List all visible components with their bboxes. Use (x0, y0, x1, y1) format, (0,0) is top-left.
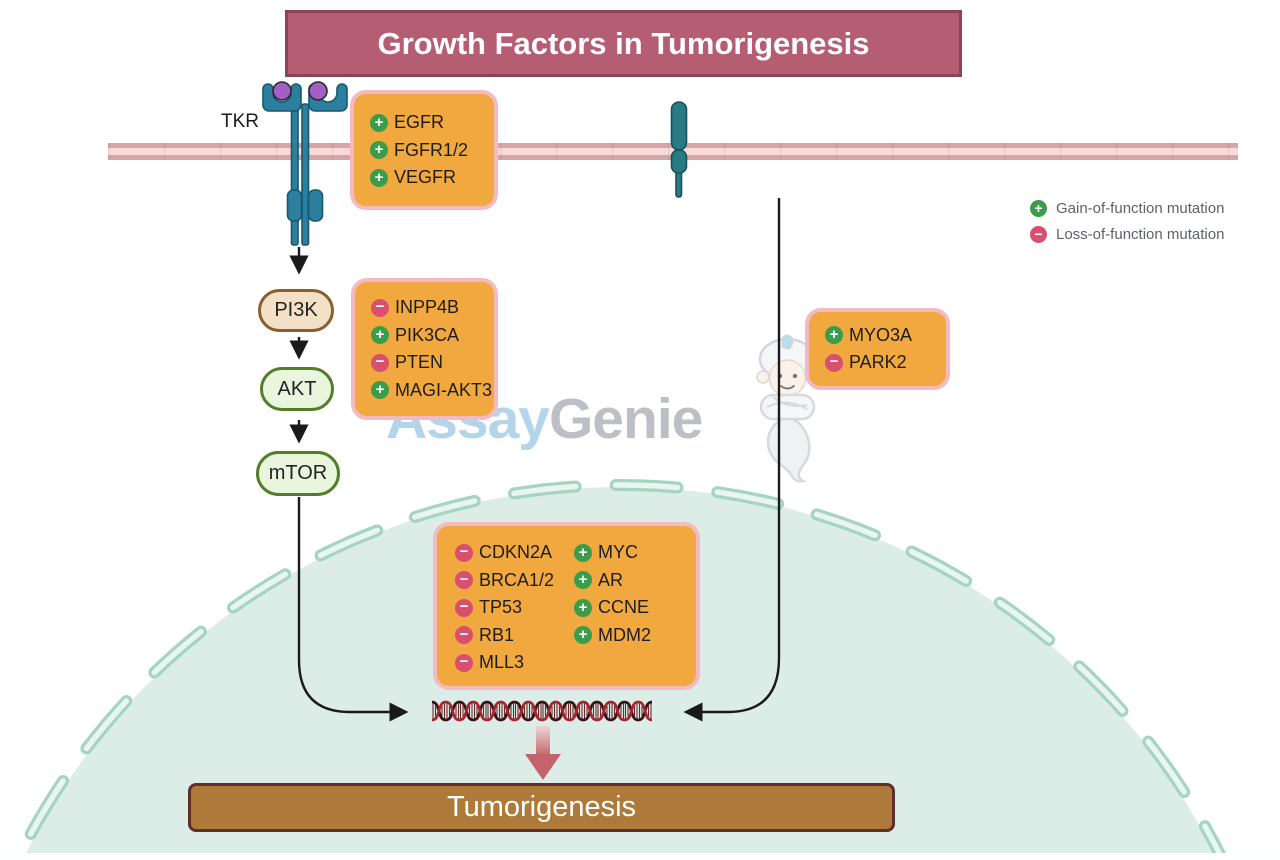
gene-item: VEGFR (370, 164, 494, 192)
gene-item: MAGI-AKT3 (371, 377, 494, 405)
gain-of-function-icon (574, 626, 593, 645)
mutation-legend: Gain-of-function mutation Loss-of-functi… (1030, 200, 1224, 243)
tumorigenesis-arrow-icon (525, 726, 561, 780)
gene-label: CCNE (598, 597, 650, 618)
loss-of-function-icon (455, 653, 473, 672)
gain-of-function-icon (371, 381, 389, 400)
loss-of-function-icon (455, 626, 473, 645)
loss-of-function-icon (825, 353, 843, 372)
legend-loss: Loss-of-function mutation (1030, 226, 1224, 243)
gene-item: RB1 (455, 622, 554, 650)
gene-label: TP53 (479, 597, 523, 618)
gene-label: RB1 (479, 624, 515, 645)
legend-label: Loss-of-function mutation (1056, 226, 1225, 243)
gain-of-function-icon (574, 543, 593, 562)
node-mtor: mTOR (256, 451, 340, 496)
gene-item: AR (574, 567, 651, 595)
node-pi3k: PI3K (258, 289, 334, 332)
gene-item: FGFR1/2 (370, 136, 494, 164)
gain-of-function-icon (370, 168, 388, 187)
gene-label: VEGFR (394, 167, 457, 187)
gene-item: MYO3A (825, 322, 946, 350)
loss-of-function-icon (455, 571, 473, 590)
gene-label: EGFR (394, 112, 445, 132)
gene-label: MAGI-AKT3 (395, 379, 493, 400)
gene-label: PTEN (395, 352, 444, 373)
gene-item: MLL3 (455, 649, 554, 677)
gain-of-function-icon (574, 598, 593, 617)
gene-item: PARK2 (825, 349, 946, 377)
loss-of-function-icon (455, 543, 473, 562)
gain-of-function-icon (1030, 200, 1047, 217)
legend-label: Gain-of-function mutation (1056, 200, 1225, 217)
watermark-genie: Genie (548, 387, 703, 451)
gene-item: CDKN2A (455, 539, 554, 567)
gene-label: AR (598, 569, 624, 590)
gene-box-nucleus-genes: CDKN2A BRCA1/2 TP53 RB1 MLL3 MYC (433, 522, 700, 690)
outcome-banner: Tumorigenesis (188, 783, 895, 832)
gain-of-function-icon (574, 571, 593, 590)
single-pass-receptor-icon (670, 101, 688, 198)
gene-label: INPP4B (395, 297, 460, 318)
gene-label: MYO3A (849, 324, 913, 345)
gene-item: TP53 (455, 594, 554, 622)
gene-box-pi3k-pathway: INPP4B PIK3CA PTEN MAGI-AKT3 (351, 278, 498, 420)
gain-of-function-icon (370, 141, 388, 159)
gene-box-membrane-receptors: EGFR FGFR1/2 VEGFR (350, 90, 498, 210)
gene-label: CDKN2A (479, 542, 553, 563)
gene-item: PIK3CA (371, 322, 494, 350)
tkr-receptor-icon (262, 81, 348, 246)
loss-of-function-icon (455, 598, 473, 617)
gene-label: FGFR1/2 (394, 139, 469, 160)
legend-gain: Gain-of-function mutation (1030, 200, 1224, 217)
gene-item: EGFR (370, 109, 494, 137)
gene-label: MLL3 (479, 652, 525, 673)
loss-of-function-icon (1030, 226, 1047, 243)
gene-item: BRCA1/2 (455, 567, 554, 595)
bottom-strip (0, 853, 1280, 860)
gene-label: MYC (598, 542, 639, 563)
gene-label: MDM2 (598, 624, 652, 645)
gene-item: PTEN (371, 349, 494, 377)
gene-label: BRCA1/2 (479, 569, 555, 590)
gain-of-function-icon (371, 326, 389, 345)
nucleus-genes-left-column: CDKN2A BRCA1/2 TP53 RB1 MLL3 (455, 539, 554, 677)
tkr-label: TKR (221, 111, 259, 132)
gene-label: PIK3CA (395, 324, 460, 345)
loss-of-function-icon (371, 298, 389, 317)
gene-item: MDM2 (574, 622, 651, 650)
loss-of-function-icon (371, 353, 389, 372)
gene-item: INPP4B (371, 294, 494, 322)
title-banner: Growth Factors in Tumorigenesis (285, 10, 962, 77)
gene-item: MYC (574, 539, 651, 567)
gain-of-function-icon (825, 326, 843, 345)
node-akt: AKT (260, 367, 334, 411)
dna-helix-icon (432, 699, 652, 723)
gene-label: PARK2 (849, 352, 907, 373)
gain-of-function-icon (370, 113, 388, 132)
gene-item: CCNE (574, 594, 651, 622)
nucleus-genes-right-column: MYC AR CCNE MDM2 (574, 539, 651, 649)
gene-box-other-genes: MYO3A PARK2 (805, 308, 950, 390)
